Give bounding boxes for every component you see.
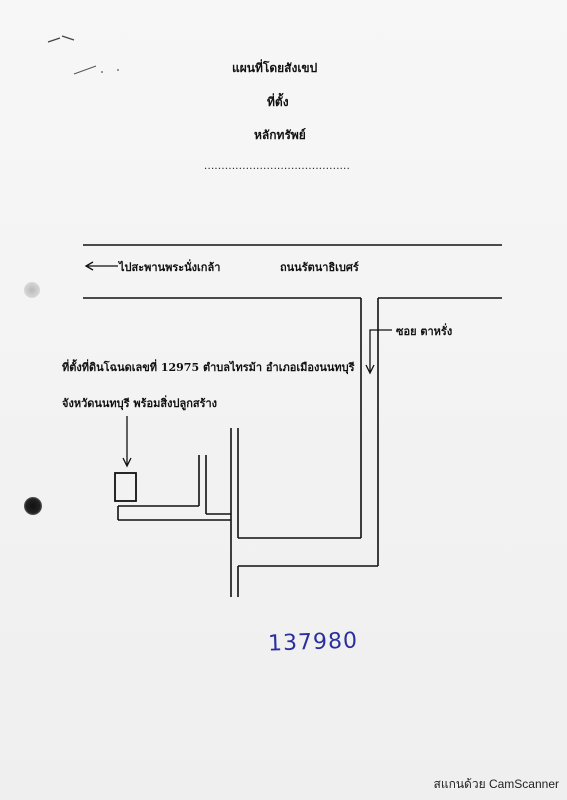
scanner-watermark: สแกนด้วย CamScanner [433, 777, 559, 791]
punch-hole-top [24, 282, 40, 298]
parcel-description-line1: ที่ตั้งที่ดินโฉนดเลขที่ 12975 ตำบลไทรม้า… [62, 361, 355, 374]
land-parcel [114, 472, 137, 502]
soi-name-label: ซอย ตาหรั่ง [396, 325, 453, 338]
soi-arrow-head [365, 364, 375, 375]
road-name-label: ถนนรัตนาธิเบศร์ [280, 261, 359, 274]
location-label: ที่ตั้ง [267, 95, 289, 109]
handwritten-number: 137980 [267, 628, 359, 657]
dotted-fill-line: ........................................… [204, 161, 350, 172]
punch-hole-bottom [24, 497, 42, 515]
collateral-label: หลักทรัพย์ [254, 128, 306, 142]
bridge-arrow-head [84, 261, 94, 271]
to-bridge-label: ไปสะพานพระนั่งเกล้า [119, 261, 221, 274]
soi-arrow-shaft [369, 329, 392, 372]
map-title: แผนที่โดยสังเขป [232, 61, 318, 75]
parcel-description-line2: จังหวัดนนทบุรี พร้อมสิ่งปลูกสร้าง [62, 397, 218, 410]
parcel-arrow-head [122, 457, 132, 468]
